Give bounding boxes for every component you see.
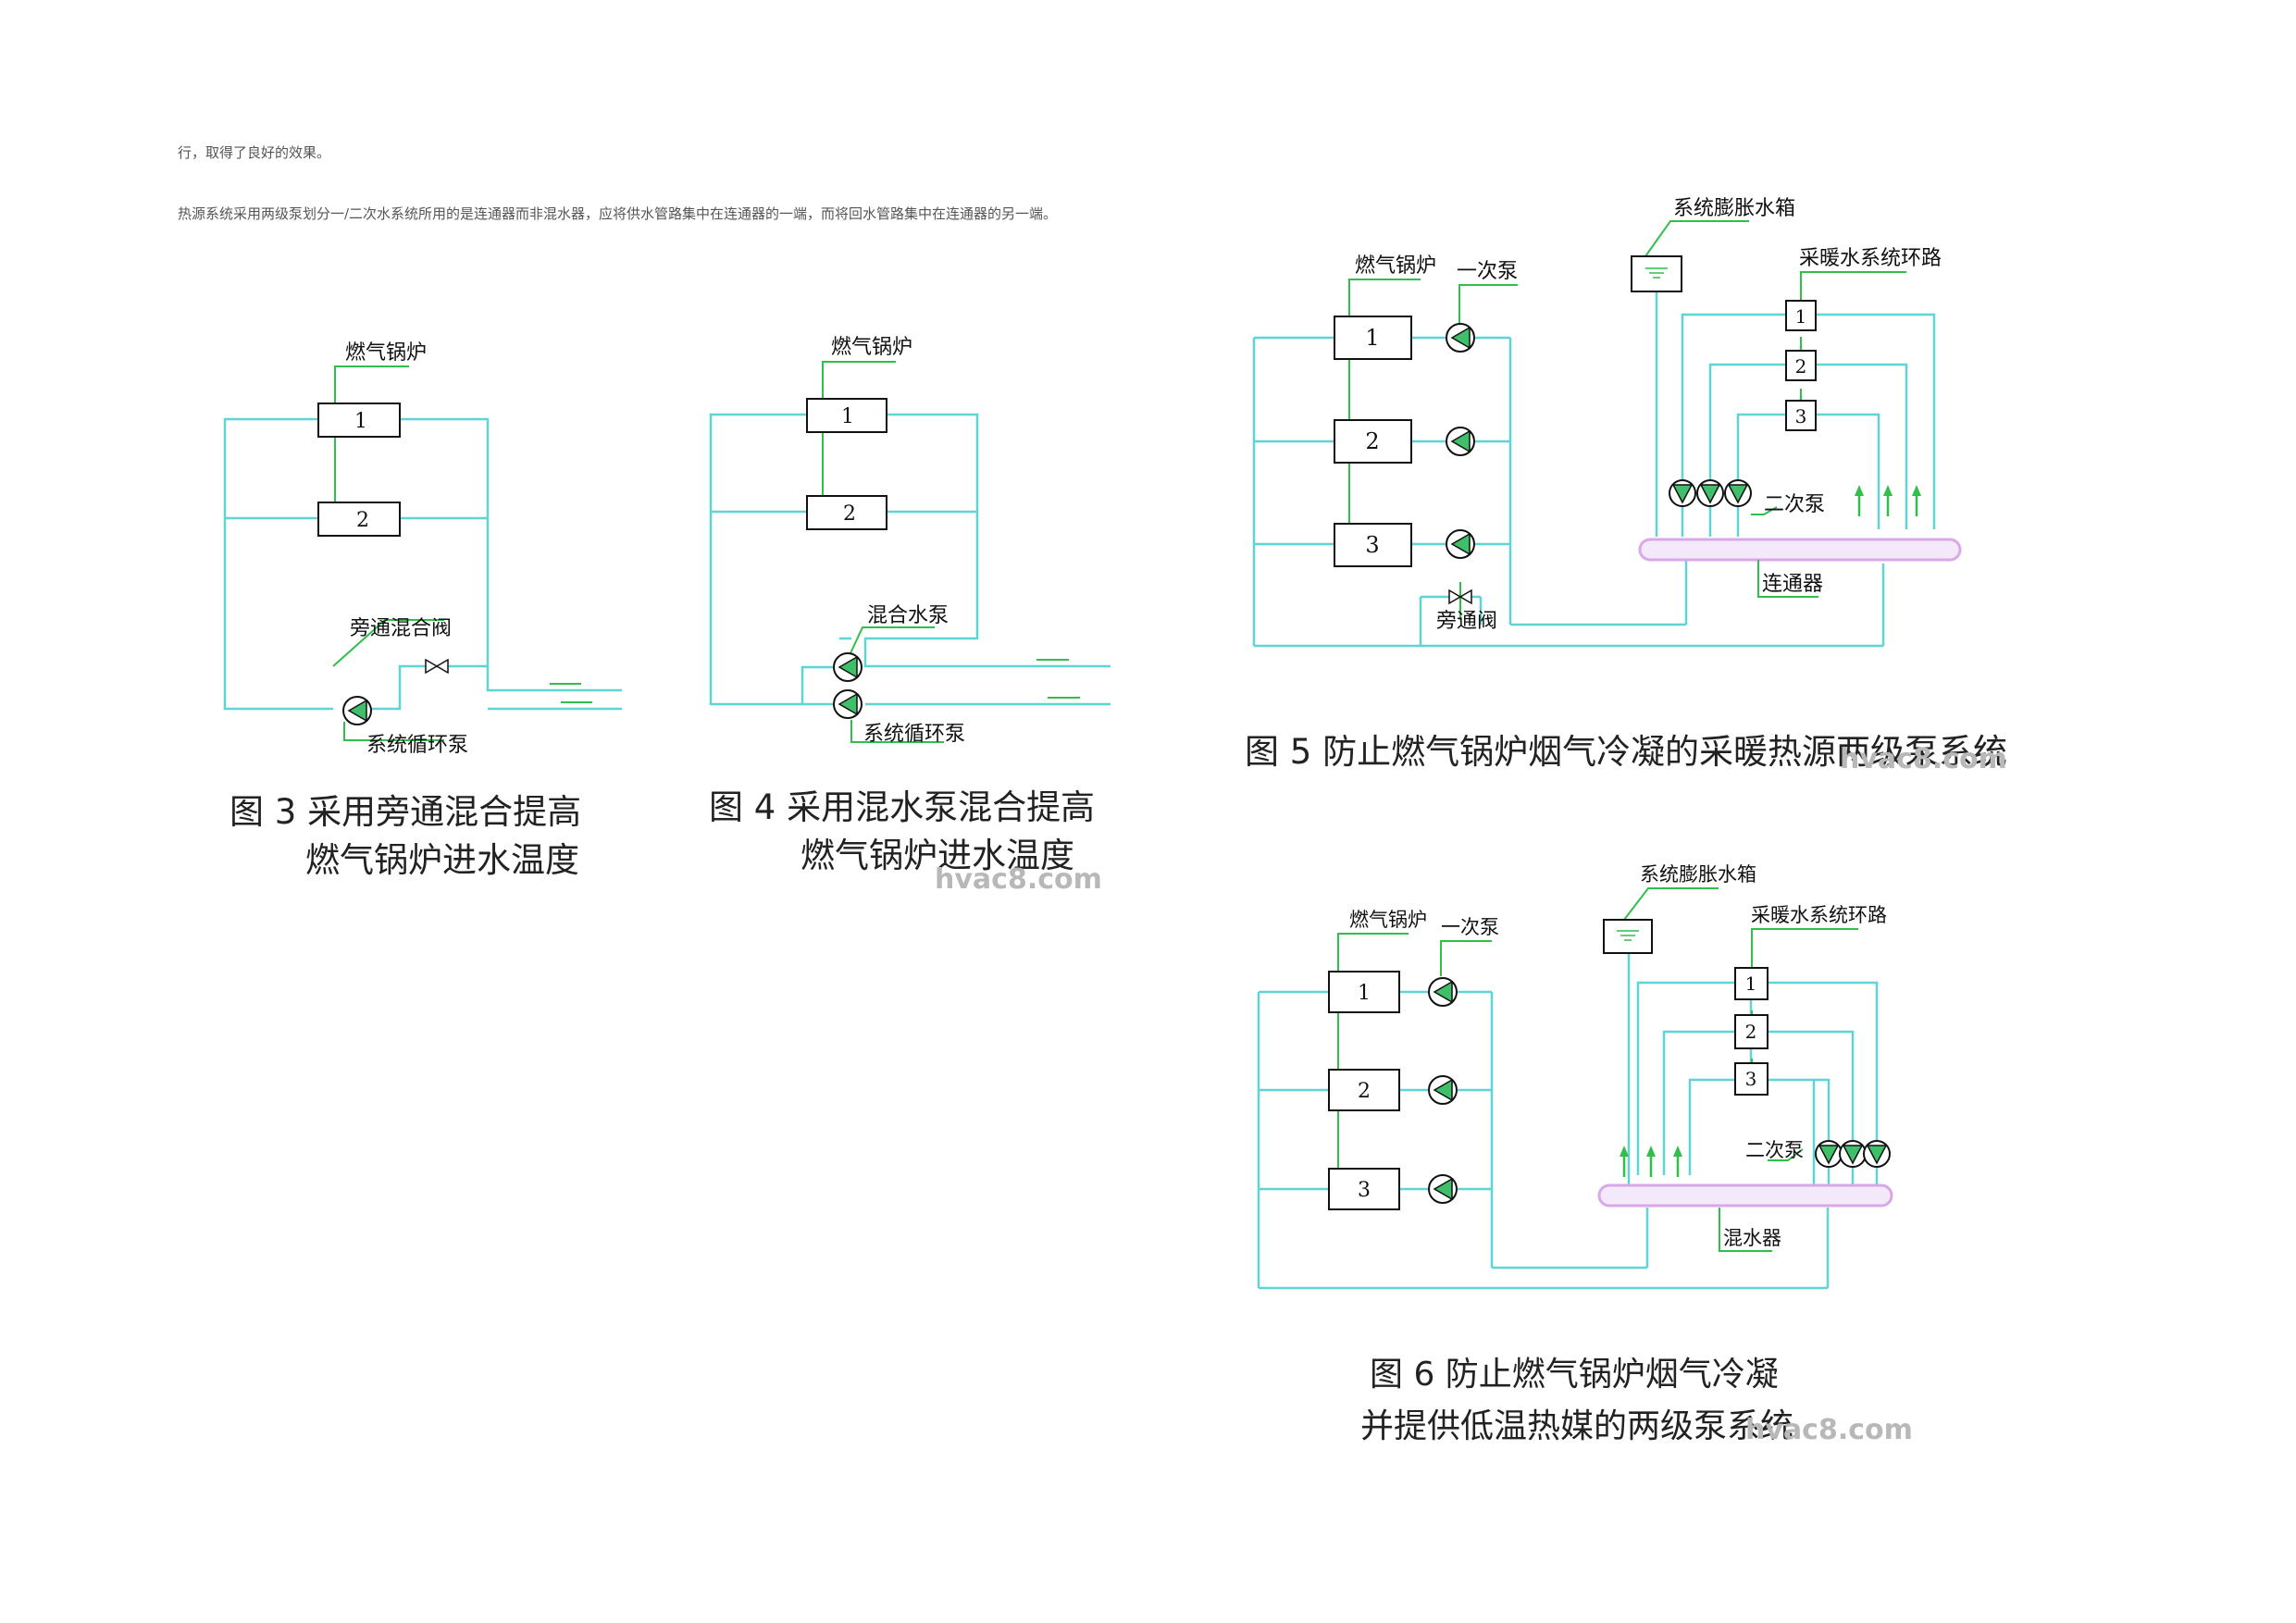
boiler-3-label: 3 [1365,532,1379,558]
loop-3-box [1785,400,1817,431]
connector-header [1638,538,1962,562]
secondary-pump-icon [1669,479,1696,507]
primary-pump-label: 一次泵 [1457,260,1518,283]
expansion-tank-icon [1631,255,1682,292]
pump-label: 系统循环泵 [366,734,468,757]
boiler-2-box [1328,1069,1400,1111]
loop-2-box [1785,350,1817,381]
loop-3-label: 3 [1795,405,1807,427]
flow-arrow-icon [1644,1144,1657,1179]
boiler-3-box [1334,523,1412,567]
boiler-label: 燃气锅炉 [345,341,427,365]
flow-arrow-icon [1881,483,1894,518]
paragraph-2: 热源系统采用两级泵划分一/二次水系统所用的是连通器而非混水器，应将供水管路集中在… [178,205,1058,222]
secondary-pump-label: 二次泵 [1764,493,1825,516]
boiler-1-box [1334,316,1412,360]
flow-arrow-icon [1618,1144,1631,1179]
boiler-3-label: 3 [1358,1179,1371,1202]
loop-2-label: 2 [1745,1021,1757,1043]
boiler-1-label: 1 [841,405,854,428]
primary-pump-icon [1428,977,1458,1007]
boiler-2-label: 2 [1358,1080,1371,1103]
expansion-tank-label: 系统膨胀水箱 [1640,863,1756,886]
figure-6: 1 2 3 1 2 3 燃气锅炉 一次泵 系统膨胀水箱 采暖水系统环路 二次泵 … [1257,863,1913,1446]
boiler-label: 燃气锅炉 [1349,909,1427,931]
loop-1-box [1734,967,1769,1000]
loop-2-label: 2 [1795,355,1807,378]
boiler-1-box [317,403,401,438]
bypass-valve-label: 旁通混合阀 [350,617,452,640]
primary-pump-label: 一次泵 [1441,916,1499,938]
boiler-3-box [1328,1168,1400,1210]
expansion-tank-label: 系统膨胀水箱 [1673,197,1795,220]
figure-5-caption: 图 5 防止燃气锅炉烟气冷凝的采暖热源两级泵系统 [1245,732,2007,772]
figure-3: 1 2 燃气锅炉 旁通混合阀 系统循环泵 图 3 采用旁通混合提高 燃气锅炉进水… [223,341,622,880]
connector-label: 连通器 [1762,573,1823,596]
boiler-2-box [1334,419,1412,464]
heating-loop-label: 采暖水系统环路 [1751,904,1887,926]
primary-pump-icon [1446,323,1475,353]
figure-6-caption-line2: 并提供低温热媒的两级泵系统 [1360,1407,1793,1445]
text-line-1: 行，取得了良好的效果。 [178,144,331,161]
figure-3-caption-line2: 燃气锅炉进水温度 [305,840,579,880]
flow-arrow-icon [1853,483,1866,518]
loop-2-box [1734,1014,1769,1049]
boiler-label: 燃气锅炉 [1355,254,1436,278]
loop-1-box [1785,300,1817,331]
loop-1-label: 1 [1795,305,1807,328]
watermark: hvac8.com [935,863,1102,896]
loop-3-label: 3 [1745,1068,1757,1090]
watermark: hvac8.com [1840,743,2007,775]
loop-1-label: 1 [1745,973,1757,995]
primary-pump-icon [1428,1174,1458,1204]
mixer-header [1597,1183,1893,1208]
boiler-2-label: 2 [843,502,856,526]
boiler-2-box [806,495,887,530]
mix-pump-label: 混合水泵 [867,604,949,627]
figure-5: 1 2 3 1 2 3 燃气锅炉 一次泵 系统膨胀水箱 采暖水系统环路 二次泵 … [1245,197,2007,775]
expansion-tank-icon [1603,919,1653,954]
figure-4-caption-line1: 图 4 采用混水泵混合提高 [709,787,1095,827]
secondary-pump-icon [1696,479,1724,507]
bypass-valve-label: 旁通阀 [1436,610,1497,633]
flow-arrow-icon [1671,1144,1684,1179]
figure-3-caption-line1: 图 3 采用旁通混合提高 [230,792,581,832]
mixer-label: 混水器 [1723,1227,1781,1249]
circulation-pump-icon [833,689,863,719]
valve-icon [425,659,449,674]
loop-3-box [1734,1062,1769,1096]
boiler-1-label: 1 [354,410,367,433]
secondary-pump-icon [1724,479,1752,507]
secondary-pump-icon [1863,1140,1891,1168]
figure-4: 1 2 燃气锅炉 混合水泵 系统循环泵 图 4 采用混水泵混合提高 燃气锅炉进水… [709,336,1111,896]
secondary-pump-icon [1839,1140,1867,1168]
watermark: hvac8.com [1745,1414,1913,1446]
secondary-pump-label: 二次泵 [1745,1139,1804,1161]
boiler-2-label: 2 [1365,428,1379,454]
primary-pump-icon [1428,1075,1458,1105]
flow-arrow-icon [1910,483,1923,518]
figure-4-caption-line2: 燃气锅炉进水温度 [800,836,1074,875]
mix-pump-icon [833,652,863,682]
circulation-pump-label: 系统循环泵 [863,723,965,746]
heating-loop-label: 采暖水系统环路 [1799,247,1942,270]
boiler-2-label: 2 [356,509,369,532]
secondary-pump-icon [1815,1140,1843,1168]
boiler-label: 燃气锅炉 [831,336,912,359]
boiler-1-label: 1 [1358,982,1371,1005]
primary-pump-icon [1446,427,1475,456]
figure-6-caption-line1: 图 6 防止燃气锅炉烟气冷凝 [1370,1356,1779,1394]
boiler-2-box [317,502,401,537]
primary-pump-icon [1446,529,1475,559]
boiler-1-box [1328,971,1400,1013]
boiler-1-label: 1 [1365,325,1379,351]
boiler-1-box [806,398,887,433]
pump-icon [342,696,372,725]
